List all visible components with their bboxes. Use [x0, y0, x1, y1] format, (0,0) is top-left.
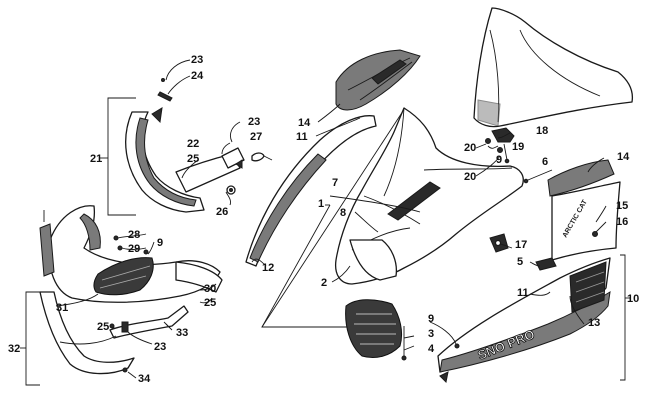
nut-26	[226, 185, 236, 195]
callout-9-windshield: 9	[496, 154, 502, 166]
callout-labels: 1 2 3 4 5 6 7 8 9 9 9 10 11 11 12 13 14 …	[8, 54, 639, 385]
callout-32: 32	[8, 343, 20, 355]
grommet-16	[592, 231, 598, 237]
callout-11-left: 11	[296, 131, 308, 143]
callout-17: 17	[515, 239, 527, 251]
callout-11-right: 11	[517, 287, 529, 299]
clip-17	[535, 257, 557, 271]
callout-9-right: 9	[428, 313, 434, 325]
callout-8: 8	[340, 207, 346, 219]
side-rail-strip	[245, 115, 377, 267]
clip-27	[251, 152, 273, 162]
callout-25-right: 25	[204, 297, 216, 309]
lower-nose-pan	[48, 205, 223, 303]
callout-30: 30	[204, 283, 216, 295]
headlight-housing	[345, 299, 403, 359]
callout-1: 1	[318, 198, 324, 210]
fastener-9-right	[454, 343, 460, 349]
bolt-6	[523, 169, 553, 184]
callout-19: 19	[512, 141, 524, 153]
right-side-panel: ARCTIC CAT	[547, 159, 621, 261]
bolt-24	[157, 78, 173, 102]
trim-piece-22	[221, 147, 245, 169]
callout-5: 5	[517, 256, 523, 268]
callout-27: 27	[250, 131, 262, 143]
callout-22: 22	[187, 138, 199, 150]
callout-28: 28	[128, 229, 140, 241]
callout-6: 6	[542, 156, 548, 168]
callout-34: 34	[138, 373, 151, 385]
callout-29: 29	[128, 243, 140, 255]
callout-20-bottom: 20	[464, 171, 476, 183]
callout-31: 31	[56, 302, 68, 314]
callout-13: 13	[588, 317, 600, 329]
callout-9-left: 9	[157, 237, 163, 249]
leader-lines	[43, 59, 607, 379]
callout-2: 2	[321, 277, 327, 289]
upper-side-panel-top	[335, 49, 421, 111]
windshield-mount-hardware	[485, 127, 515, 164]
callout-24: 24	[191, 70, 204, 82]
callout-23-top: 23	[191, 54, 203, 66]
callout-10: 10	[627, 293, 639, 305]
callout-25-top: 25	[187, 153, 199, 165]
callout-7: 7	[332, 177, 338, 189]
windshield	[473, 7, 634, 128]
main-hood	[334, 107, 524, 285]
callout-15: 15	[616, 200, 628, 212]
callout-25-bottom: 25	[97, 321, 109, 333]
side-trim-strip	[39, 223, 55, 277]
callout-23-bottom: 23	[154, 341, 166, 353]
callout-20-top: 20	[464, 142, 476, 154]
bracket-lines	[20, 97, 630, 386]
callout-23-mid: 23	[248, 116, 260, 128]
callout-14-right: 14	[617, 151, 630, 163]
callout-3: 3	[428, 328, 434, 340]
front-nose-panel: SNO PRO	[437, 257, 611, 384]
callout-14-left: 14	[298, 117, 311, 129]
front-bumper	[39, 291, 189, 375]
callout-26: 26	[216, 206, 228, 218]
callout-4: 4	[428, 343, 435, 355]
callout-21: 21	[90, 153, 102, 165]
fastener-4	[401, 326, 407, 361]
callout-18: 18	[536, 125, 548, 137]
upper-nose-guard	[125, 107, 241, 213]
callout-33: 33	[176, 327, 188, 339]
callout-12: 12	[262, 262, 274, 274]
bracket-5	[489, 233, 509, 253]
callout-16: 16	[616, 216, 628, 228]
